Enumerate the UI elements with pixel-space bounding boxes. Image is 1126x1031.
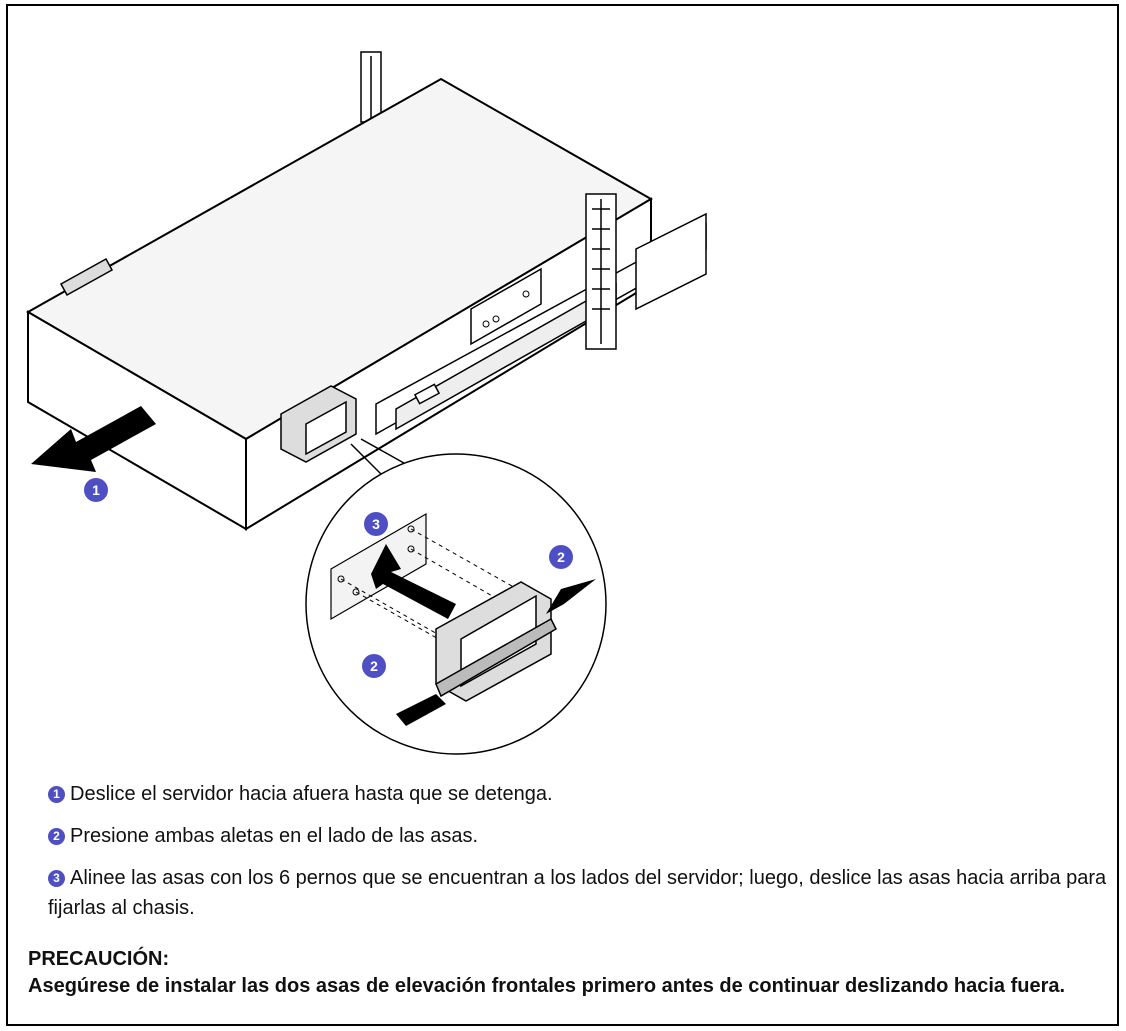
callout-2-top: 2 [549,545,573,569]
document-frame: 1 2 [6,4,1119,1026]
svg-text:2: 2 [370,658,378,674]
step-text: Presione ambas aletas en el lado de las … [70,825,479,847]
caution-heading: PRECAUCIÓN: [28,948,170,970]
step-number-badge: 3 [48,870,65,887]
caution-text: Asegúrese de instalar las dos asas de el… [28,975,1066,997]
slide-rail [375,212,707,436]
step-text: Alinee las asas con los 6 pernos que se … [48,867,1107,919]
step-number-badge: 1 [48,786,65,803]
step-2: 2 Presione ambas aletas en el lado de las… [48,821,1108,851]
step-text: Deslice el servidor hacia afuera hasta q… [70,783,553,805]
callout-1: 1 [84,478,108,502]
detail-lift-handle [435,581,557,702]
press-arrow-left-icon [396,694,446,726]
front-rack-post [585,193,617,350]
slide-up-arrow-icon [371,544,456,619]
caution-block: PRECAUCIÓN: Asegúrese de instalar las do… [28,946,1118,1000]
svg-text:1: 1 [92,482,100,498]
press-arrow-right-icon [546,579,596,614]
step-1: 1 Deslice el servidor hacia afuera hasta … [48,779,1108,809]
svg-text:2: 2 [557,549,565,565]
callout-2-bottom: 2 [362,654,386,678]
svg-text:3: 3 [372,516,380,532]
front-lift-handle [280,385,357,463]
pull-arrow-icon [31,406,156,472]
callout-3: 3 [364,512,388,536]
server-installation-illustration: 1 2 [25,51,707,755]
rear-rack-post [360,51,382,123]
rear-handle [59,257,114,297]
instruction-steps: 1 Deslice el servidor hacia afuera hasta … [48,779,1108,935]
step-number-badge: 2 [48,828,65,845]
